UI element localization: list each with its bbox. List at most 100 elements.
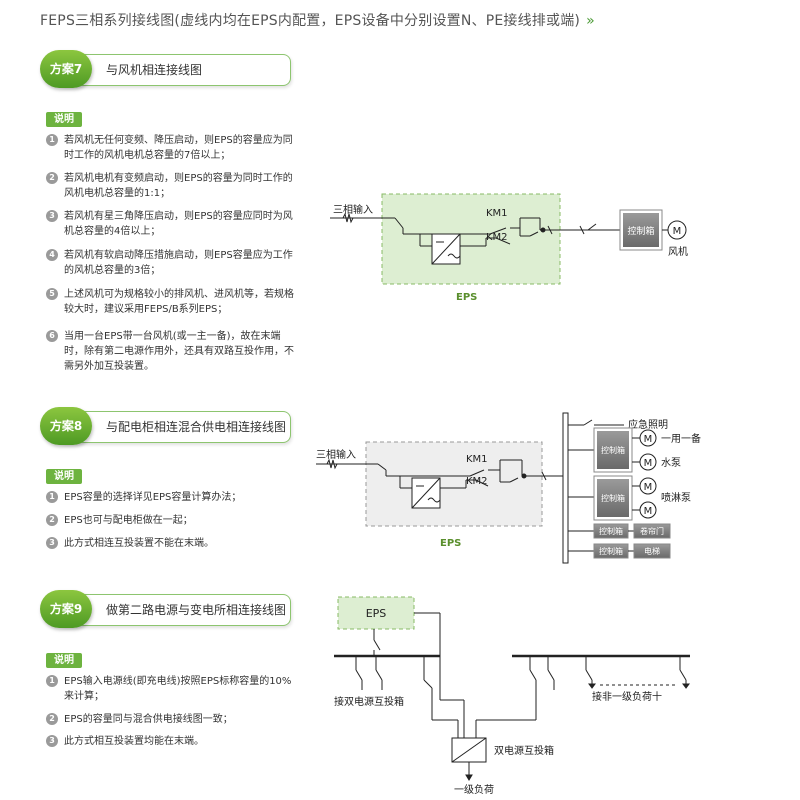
scheme8-elevator-box — [633, 543, 671, 559]
number-badge-icon: 6 — [46, 330, 58, 342]
scheme9-title: 做第二路电源与变电所相连接线图 — [106, 603, 287, 617]
scheme7-motor-label: M — [673, 226, 682, 237]
scheme8-km1-label: KM1 — [466, 454, 488, 465]
scheme7-node — [540, 227, 546, 233]
scheme8-inverter — [411, 477, 441, 509]
scheme8-note-3-text: 此方式相连互投装置不能在末端。 — [64, 538, 214, 549]
scheme9-eps-label: EPS — [366, 607, 387, 620]
motor-icon — [667, 220, 687, 240]
number-badge-icon: 5 — [46, 288, 58, 300]
scheme8-header: 方案8 与配电柜相连混合供电相连接线图 — [40, 407, 292, 447]
scheme8-busbar — [562, 412, 569, 564]
scheme7-inverter — [431, 233, 461, 265]
number-badge-icon: 2 — [46, 514, 58, 526]
scheme7-note-4-text: 若风机有软启动降压措施启动，则EPS容量应为工作的风机总容量的3倍； — [64, 250, 293, 276]
scheme7-note-5: 5 上述风机可为规格较小的排风机、进风机等，若规格较大时，建议采用FEPS/B系列… — [46, 287, 298, 317]
scheme8-input-label: 三相输入 — [316, 448, 356, 461]
scheme8-note-tag: 说明 — [46, 469, 82, 484]
scheme8-sprinkler-label: 喷淋泵 — [661, 491, 691, 504]
scheme9-diagram: EPS 接双电源互投箱 — [334, 596, 690, 796]
scheme7-input-ticks — [342, 212, 354, 224]
scheme8-door-control-label: 控制箱 — [599, 526, 623, 536]
scheme7-note-1-text: 若风机无任何变频、降压启动，则EPS的容量应为同时工作的风机电机总容量的7倍以上… — [64, 135, 293, 161]
scheme7-fan-label: 风机 — [668, 245, 688, 258]
scheme7-badge: 方案7 — [40, 50, 92, 88]
scheme8-note-2: 2 EPS也可与配电柜做在一起； — [46, 513, 298, 528]
scheme7-diagram: 三相输入 — [330, 193, 688, 303]
scheme7-note-6-text: 当用一台EPS带一台风机(或一主一备)，故在末端时，除有第二电源作用外，还具有双… — [64, 331, 294, 372]
number-badge-icon: 1 — [46, 675, 58, 687]
scheme7-title: 与风机相连接线图 — [106, 63, 203, 77]
scheme8-fire-door-label: 卷帘门 — [640, 526, 664, 536]
number-badge-icon: 2 — [46, 713, 58, 725]
scheme7-eps-label: EPS — [456, 292, 477, 303]
number-badge-icon: 3 — [46, 735, 58, 747]
scheme7-note-2-text: 若风机电机有变频启动，则EPS的容量为同时工作的风机电机总容量的1:1； — [64, 173, 293, 199]
scheme8-elevator-label: 电梯 — [644, 546, 660, 556]
scheme8-elevator-control-box — [593, 543, 629, 559]
scheme8-door-control-box — [593, 523, 629, 539]
scheme9-note-1-text: EPS输入电源线(即充电线)按照EPS标称容量的10%来计算； — [64, 676, 292, 702]
scheme7-km2-label: KM2 — [486, 232, 508, 243]
scheme9-note-1: 1 EPS输入电源线(即充电线)按照EPS标称容量的10%来计算； — [46, 674, 298, 704]
motor-icon — [639, 501, 657, 519]
scheme8-note-1-text: EPS容量的选择详见EPS容量计算办法； — [64, 492, 242, 503]
scheme8-pump-control-label: 控制箱 — [601, 445, 625, 455]
scheme8-standby-label: 一用一备 — [661, 432, 701, 445]
motor-icon — [639, 429, 657, 447]
scheme9-badge: 方案9 — [40, 590, 92, 628]
scheme8-motor-3-label: M — [644, 482, 653, 493]
scheme9-dual-switch-label: 双电源互投箱 — [494, 744, 554, 757]
chevron-right-icon: » — [586, 13, 595, 29]
scheme8-sprinkler-control-box — [593, 475, 633, 521]
scheme7-note-5-text: 上述风机可为规格较小的排风机、进风机等，若规格较大时，建议采用FEPS/B系列E… — [64, 289, 294, 315]
scheme8-emergency-label: 应急照明 — [628, 418, 668, 431]
scheme7-note-6: 6 当用一台EPS带一台风机(或一主一备)，故在末端时，除有第二电源作用外，还具有… — [46, 329, 298, 374]
page-title: FEPS三相系列接线图(虚线内均在EPS内配置，EPS设备中分别设置N、PE接线… — [40, 10, 595, 30]
scheme8-km2-label: KM2 — [466, 476, 488, 487]
scheme8-fire-door-box — [633, 523, 671, 539]
number-badge-icon: 3 — [46, 210, 58, 222]
scheme7-note-4: 4 若风机有软启动降压措施启动，则EPS容量应为工作的风机总容量的3倍； — [46, 248, 298, 278]
scheme8-motor-2-label: M — [644, 458, 653, 469]
scheme8-title: 与配电柜相连混合供电相连接线图 — [106, 420, 287, 434]
scheme7-header: 方案7 与风机相连接线图 — [40, 50, 292, 90]
number-badge-icon: 4 — [46, 249, 58, 261]
scheme8-eps-box — [365, 441, 543, 527]
scheme9-label-bar — [62, 594, 291, 626]
motor-icon — [639, 453, 657, 471]
scheme9-non-first-load-label: 接非一级负荷十 — [592, 690, 662, 703]
scheme8-badge: 方案8 — [40, 407, 92, 445]
scheme8-note-2-text: EPS也可与配电柜做在一起； — [64, 515, 193, 526]
motor-icon — [639, 477, 657, 495]
scheme9-note-3-text: 此方式相互投装置均能在末端。 — [64, 736, 204, 747]
scheme7-note-tag: 说明 — [46, 112, 82, 127]
scheme7-label-bar — [62, 54, 291, 86]
scheme8-sprinkler-control-label: 控制箱 — [601, 493, 625, 503]
scheme7-km1-label: KM1 — [486, 208, 508, 219]
scheme9-header: 方案9 做第二路电源与变电所相连接线图 — [40, 590, 292, 630]
scheme9-note-tag: 说明 — [46, 653, 82, 668]
scheme8-diagram: 三相输入 KM1 KM2 — [316, 412, 701, 564]
scheme8-input-ticks — [326, 458, 338, 470]
scheme9-dual-switch — [451, 737, 487, 763]
scheme7-control-label: 控制箱 — [627, 225, 654, 237]
scheme8-eps-label: EPS — [440, 538, 461, 549]
scheme7-input-label: 三相输入 — [333, 203, 373, 216]
scheme9-first-load-label: 一级负荷 — [454, 783, 494, 796]
scheme8-elevator-control-label: 控制箱 — [599, 546, 623, 556]
scheme9-eps-box — [337, 596, 415, 630]
scheme9-dual-box-label: 接双电源互投箱 — [334, 695, 404, 708]
scheme9-note-3: 3 此方式相互投装置均能在末端。 — [46, 734, 298, 749]
scheme8-pump-label: 水泵 — [661, 457, 681, 469]
page-title-text: FEPS三相系列接线图(虚线内均在EPS内配置，EPS设备中分别设置N、PE接线… — [40, 13, 581, 29]
scheme7-eps-box — [381, 193, 561, 285]
scheme7-control-box — [619, 209, 663, 251]
scheme8-motor-4-label: M — [644, 506, 653, 517]
